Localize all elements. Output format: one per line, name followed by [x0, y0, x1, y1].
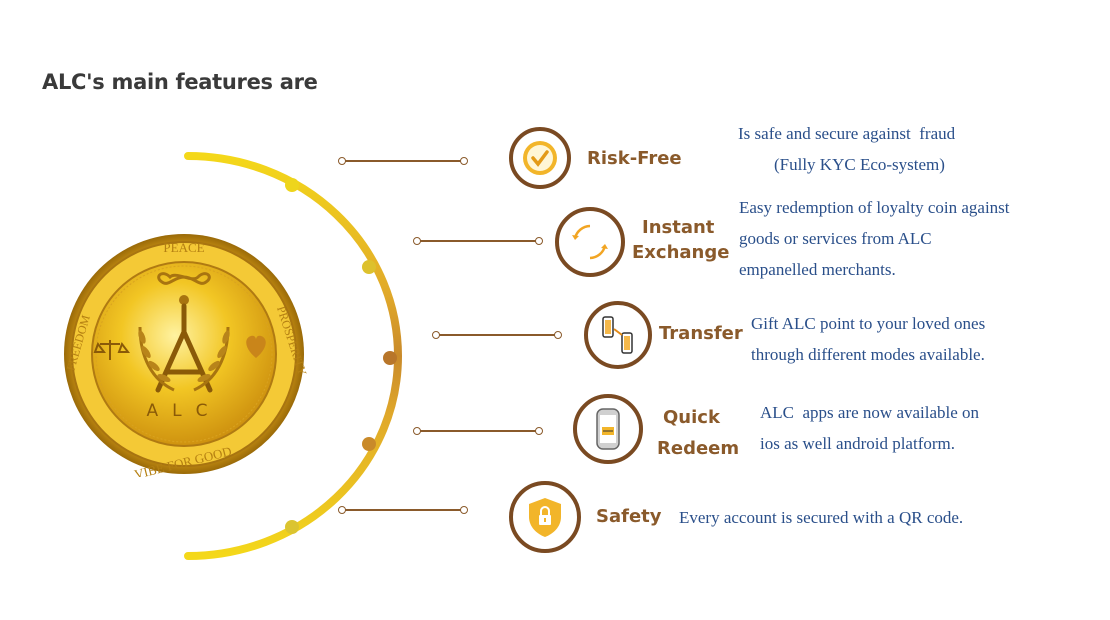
infinity-icon	[157, 272, 211, 285]
connector-quick-redeem	[413, 427, 543, 435]
refresh-arrows-icon	[572, 224, 608, 260]
feature-desc-instant-exchange-line1: Easy redemption of loyalty coin against	[739, 198, 1010, 217]
coin-center-text: ALC	[147, 401, 222, 421]
feature-desc-instant-exchange-line2: goods or services from ALC	[739, 229, 932, 248]
connector-safety	[338, 506, 468, 514]
alc-figure-icon	[155, 303, 213, 393]
mobile-phone-icon	[596, 408, 620, 450]
arc-node-1	[285, 178, 299, 192]
connector-risk-free	[338, 157, 468, 165]
alc-coin: PEACE PROSPERITY VIBE FOR GOOD FREEDOM A…	[64, 234, 307, 477]
heart-icon	[246, 335, 266, 358]
arc-node-3	[383, 351, 397, 365]
safety-badge	[509, 481, 581, 553]
arc-node-4	[362, 437, 376, 451]
coin-ring-text-top: PEACE	[163, 240, 204, 255]
arc-node-5	[285, 520, 299, 534]
feature-desc-risk-free-line1: Is safe and secure against fraud	[738, 124, 956, 143]
feature-desc-quick-redeem-line2: ios as well android platform.	[760, 434, 955, 453]
eye-icon	[179, 295, 189, 305]
check-badge-icon	[523, 141, 557, 175]
feature-name-transfer: Transfer	[659, 323, 743, 344]
feature-name-instant-exchange-line1: Instant	[642, 217, 715, 238]
feature-desc-quick-redeem-line1: ALC apps are now available on	[760, 403, 980, 422]
shield-lock-icon	[529, 498, 561, 537]
page-title: ALC's main features are	[42, 70, 318, 94]
connector-transfer	[432, 331, 562, 339]
transfer-badge	[584, 301, 652, 369]
connector-instant-exchange	[413, 237, 543, 245]
feature-name-quick-redeem-line1: Quick	[663, 407, 720, 428]
feature-name-risk-free: Risk-Free	[587, 148, 682, 169]
quick-redeem-badge	[573, 394, 643, 464]
feature-desc-safety-line1: Every account is secured with a QR code.	[679, 508, 964, 527]
feature-desc-instant-exchange-line3: empanelled merchants.	[739, 260, 896, 279]
scales-icon	[93, 340, 130, 360]
phone-transfer-icon	[602, 316, 633, 354]
instant-exchange-badge	[555, 207, 625, 277]
feature-desc-transfer-line1: Gift ALC point to your loved ones	[751, 314, 986, 333]
timeline-arc	[184, 152, 402, 560]
risk-free-badge	[509, 127, 571, 189]
feature-desc-transfer-line2: through different modes available.	[751, 345, 985, 364]
feature-name-instant-exchange-line2: Exchange	[632, 242, 730, 263]
feature-name-quick-redeem-line2: Redeem	[657, 438, 740, 459]
arc-node-2	[362, 260, 376, 274]
feature-name-safety: Safety	[596, 506, 662, 527]
feature-desc-risk-free-line2: (Fully KYC Eco-system)	[774, 155, 945, 174]
